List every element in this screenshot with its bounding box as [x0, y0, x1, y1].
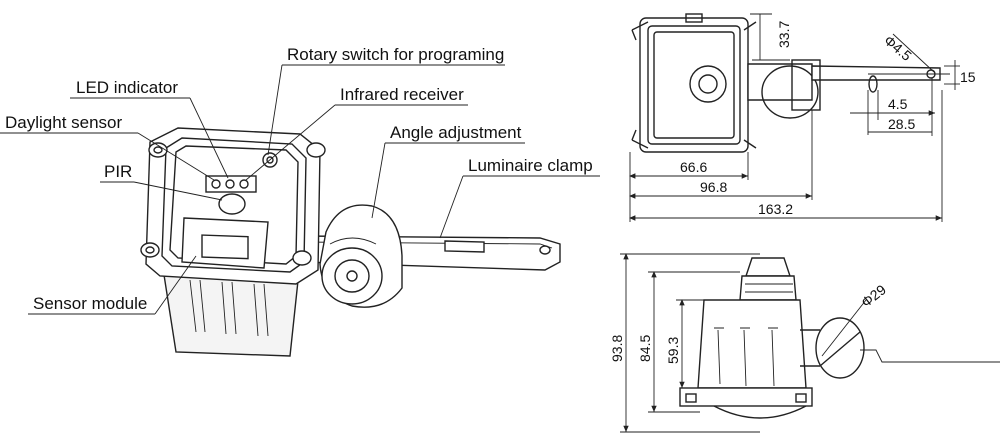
- dim-15: 15: [960, 69, 976, 85]
- dim-28-5: 28.5: [888, 116, 915, 132]
- dim-phi-4-5: Φ4.5: [881, 32, 915, 64]
- svg-text:Rotary switch for programing: Rotary switch for programing: [287, 45, 504, 64]
- svg-text:LED indicator: LED indicator: [76, 78, 178, 97]
- top-view-drawing: [631, 13, 950, 153]
- callout-led-indicator: LED indicator: [70, 78, 229, 179]
- top-view-dimensions: 33.7 Φ4.5 15 4.5 28.5 66.6 96.8 163.2: [629, 13, 976, 222]
- callout-pir: PIR: [100, 162, 223, 201]
- svg-text:Luminaire clamp: Luminaire clamp: [468, 156, 593, 175]
- callout-infrared-receiver: Infrared receiver: [245, 85, 468, 181]
- svg-text:Daylight sensor: Daylight sensor: [5, 113, 123, 132]
- callout-angle-adjustment: Angle adjustment: [371, 123, 525, 219]
- svg-text:PIR: PIR: [104, 162, 132, 181]
- dim-163-2: 163.2: [758, 201, 793, 217]
- dim-33-7: 33.7: [776, 21, 792, 48]
- callout-luminaire-clamp: Luminaire clamp: [439, 156, 600, 239]
- callout-daylight-sensor: Daylight sensor: [0, 113, 215, 181]
- dim-59-3: 59.3: [665, 337, 681, 364]
- isometric-view: Rotary switch for programing LED indicat…: [0, 45, 600, 357]
- svg-text:Infrared receiver: Infrared receiver: [340, 85, 464, 104]
- angle-adjustment-drawing: [319, 204, 403, 308]
- dim-66-6: 66.6: [680, 159, 707, 175]
- side-view-drawing: [679, 257, 1000, 419]
- svg-text:Angle adjustment: Angle adjustment: [390, 123, 522, 142]
- dim-93-8: 93.8: [609, 335, 625, 362]
- dim-4-5: 4.5: [888, 96, 908, 112]
- callout-sensor-module: Sensor module: [28, 255, 197, 315]
- sensor-housing-drawing: [140, 127, 326, 357]
- dim-96-8: 96.8: [700, 179, 727, 195]
- dim-84-5: 84.5: [637, 335, 653, 362]
- dim-phi-29: Φ29: [858, 281, 889, 310]
- svg-text:Sensor module: Sensor module: [33, 294, 147, 313]
- callout-rotary-switch: Rotary switch for programing: [267, 45, 505, 156]
